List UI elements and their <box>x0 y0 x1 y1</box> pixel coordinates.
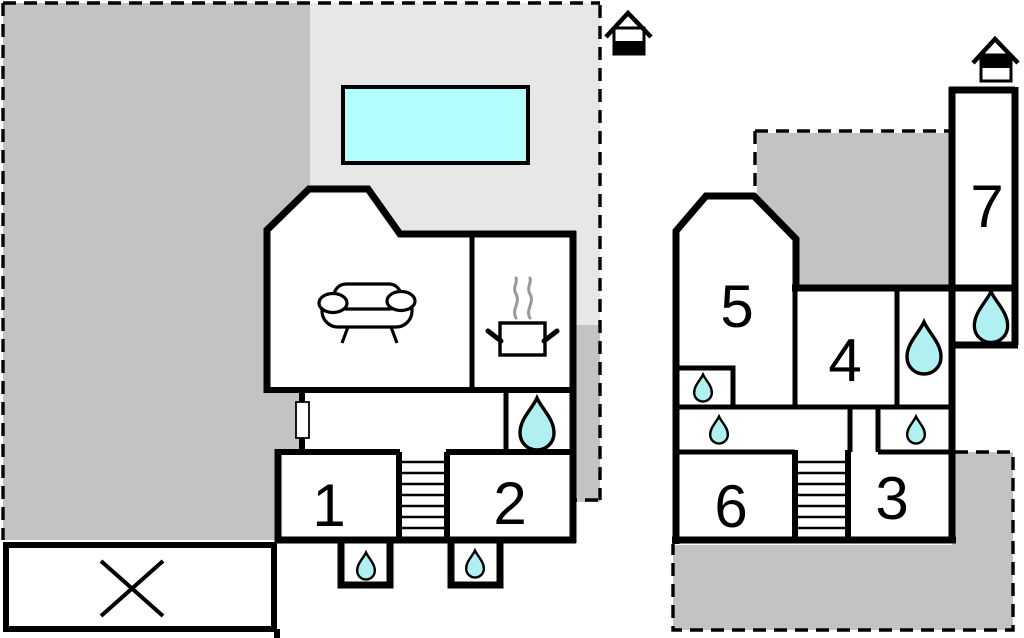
porch-walls <box>337 540 504 589</box>
parking-area <box>3 542 280 638</box>
side-terrace-strip <box>575 325 600 502</box>
sofa-icon <box>317 282 417 344</box>
small-water-drop-icon <box>708 415 730 445</box>
room-6-label: 6 <box>714 473 747 540</box>
cross-icon <box>99 559 165 618</box>
bathroom-water-drop-icon <box>518 396 556 452</box>
lower-terrace-boundary-dashed <box>671 450 1015 632</box>
upper-terrace-area <box>757 133 949 285</box>
bathroom-water-drop-icon <box>972 289 1010 345</box>
bathroom-water-drop-icon <box>905 320 943 376</box>
exterior-walls <box>672 86 1019 544</box>
lower-right-terrace-area <box>673 452 1013 630</box>
plot-boundary-dashed <box>1 1 602 540</box>
staircase-icon <box>797 460 846 530</box>
upper-floor-level-icon <box>971 35 1020 83</box>
room-1-label: 1 <box>312 472 345 539</box>
steam-icon <box>513 276 533 320</box>
kitchen-bath-walls <box>469 233 509 452</box>
small-water-drop-icon <box>905 415 927 445</box>
ground-floor-plan: 1 2 <box>1 1 653 638</box>
stove-icon <box>485 276 560 357</box>
room-5-label: 5 <box>720 273 753 340</box>
room-2-label: 2 <box>493 470 526 537</box>
upper-terrace-boundary-dashed <box>753 129 949 196</box>
upper-floor-plan: 3 4 5 6 7 <box>671 35 1020 632</box>
terrace-area <box>3 3 310 540</box>
pool-patio-area <box>310 3 600 501</box>
room-3-label: 3 <box>875 465 908 532</box>
small-water-drop-icon <box>692 373 714 403</box>
bedroom-stair-walls <box>792 450 851 540</box>
swimming-pool <box>341 85 530 165</box>
staircase-icon <box>401 460 446 530</box>
porch-water-drop-icon <box>464 549 486 579</box>
room-7-label: 7 <box>970 173 1003 240</box>
door-icon <box>295 401 310 439</box>
room-4-label: 4 <box>828 327 861 394</box>
ground-floor-level-icon <box>604 9 653 56</box>
porch-water-drop-icon <box>355 551 377 581</box>
interior-walls <box>674 286 952 455</box>
